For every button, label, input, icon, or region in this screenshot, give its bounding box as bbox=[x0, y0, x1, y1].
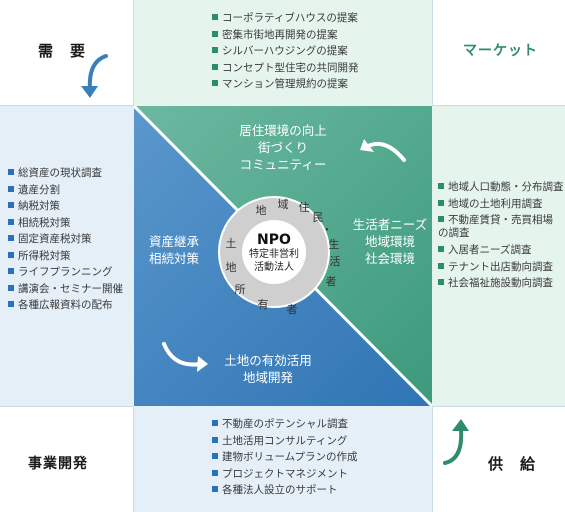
ring-char: 生 bbox=[328, 238, 340, 251]
ring-char: 活 bbox=[329, 255, 341, 268]
corner-market: マーケット bbox=[432, 0, 565, 106]
list-item: 固定資産税対策 bbox=[8, 231, 123, 248]
corner-demand: 需 要 bbox=[0, 0, 134, 106]
npo-title: NPO bbox=[257, 232, 291, 248]
list-item: 不動産賃貸・売買相場の調査 bbox=[438, 212, 562, 242]
ring-char: ・ bbox=[321, 223, 333, 236]
business-label: 事業開発 bbox=[28, 456, 88, 472]
ring-char: 者 bbox=[325, 275, 337, 288]
list-item: 建物ボリュームプランの作成 bbox=[212, 449, 358, 466]
market-label: マーケット bbox=[463, 43, 538, 59]
list-item: 社会福祉施設動向調査 bbox=[438, 275, 562, 292]
top-list: コーポラティブハウスの提案 密集市街地再開発の提案 シルバーハウジングの提案 コ… bbox=[212, 10, 359, 93]
bottom-panel: 不動産のポテンシャル調査 土地活用コンサルティング 建物ボリュームプランの作成 … bbox=[134, 406, 432, 512]
list-item: 総資産の現状調査 bbox=[8, 165, 123, 182]
consumer-needs-text: 生活者ニーズ 地域環境 社会環境 bbox=[352, 217, 428, 266]
ring-char: 者 bbox=[286, 303, 298, 316]
curve-arrow-icon bbox=[162, 342, 202, 367]
asset-succession-text: 資産継承 相続対策 bbox=[148, 234, 199, 266]
list-item: 入居者ニーズ調査 bbox=[438, 242, 562, 259]
list-item: 納税対策 bbox=[8, 198, 123, 215]
ring-char: 有 bbox=[257, 298, 269, 311]
list-item: 密集市街地再開発の提案 bbox=[212, 27, 359, 44]
npo-subtitle: 特定非営利 bbox=[249, 249, 299, 260]
living-environment-text: 居住環境の向上 街づくり コミュニティー bbox=[239, 123, 327, 172]
curve-arrow-icon bbox=[81, 54, 108, 98]
top-panel: コーポラティブハウスの提案 密集市街地再開発の提案 シルバーハウジングの提案 コ… bbox=[134, 0, 432, 106]
list-item: コンセプト型住宅の共同開発 bbox=[212, 60, 359, 77]
list-item: 講演会・セミナー開催 bbox=[8, 281, 123, 298]
list-item: 所得税対策 bbox=[8, 248, 123, 265]
corner-business: 事業開発 bbox=[0, 406, 134, 512]
list-item: 地域人口動態・分布調査 bbox=[438, 179, 564, 196]
list-item: 各種広報資料の配布 bbox=[8, 297, 123, 314]
left-list: 総資産の現状調査 遺産分割 納税対策 相続税対策 固定資産税対策 所得税対策 ラ… bbox=[8, 165, 123, 314]
ring-char: 域 bbox=[277, 198, 289, 211]
list-item: テナント出店動向調査 bbox=[438, 259, 562, 276]
ring-char: 民 bbox=[312, 211, 324, 224]
list-item: 地域の土地利用調査 bbox=[438, 196, 562, 213]
center-square bbox=[134, 106, 432, 406]
list-item: 土地活用コンサルティング bbox=[212, 433, 358, 450]
ring-char: 所 bbox=[234, 283, 246, 296]
right-panel: 地域人口動態・分布調査 地域の土地利用調査 不動産賃貸・売買相場の調査 入居者ニ… bbox=[432, 106, 565, 406]
list-item: マンション管理規約の提案 bbox=[212, 76, 359, 93]
ring-char: 地 bbox=[225, 261, 237, 274]
npo-subtitle: 活動法人 bbox=[254, 262, 294, 273]
list-item: 遺産分割 bbox=[8, 182, 123, 199]
list-item: プロジェクトマネジメント bbox=[212, 466, 358, 483]
left-panel: 総資産の現状調査 遺産分割 納税対策 相続税対策 固定資産税対策 所得税対策 ラ… bbox=[0, 106, 134, 406]
list-item: シルバーハウジングの提案 bbox=[212, 43, 359, 60]
list-item: コーポラティブハウスの提案 bbox=[212, 10, 359, 27]
right-list: 地域人口動態・分布調査 地域の土地利用調査 不動産賃貸・売買相場の調査 入居者ニ… bbox=[438, 179, 564, 292]
curve-arrow-icon bbox=[443, 419, 469, 465]
list-item: 不動産のポテンシャル調査 bbox=[212, 416, 358, 433]
supply-label: 供 給 bbox=[488, 455, 537, 473]
npo-hub: NPO 特定非営利 活動法人 bbox=[244, 232, 304, 274]
ring-char: 土 bbox=[225, 237, 237, 250]
list-item: ライフプランニング bbox=[8, 264, 123, 281]
corner-supply: 供 給 bbox=[432, 406, 565, 512]
hub-core bbox=[242, 220, 306, 284]
list-item: 各種法人設立のサポート bbox=[212, 482, 358, 499]
land-use-text: 土地の有効活用 地域開発 bbox=[224, 353, 312, 385]
ring-char: 地 bbox=[255, 204, 267, 217]
list-item: 相続税対策 bbox=[8, 215, 123, 232]
bottom-list: 不動産のポテンシャル調査 土地活用コンサルティング 建物ボリュームプランの作成 … bbox=[212, 416, 358, 499]
curve-arrow-icon bbox=[366, 141, 406, 162]
demand-label: 需 要 bbox=[38, 42, 87, 60]
ring-char: 住 bbox=[298, 201, 310, 214]
